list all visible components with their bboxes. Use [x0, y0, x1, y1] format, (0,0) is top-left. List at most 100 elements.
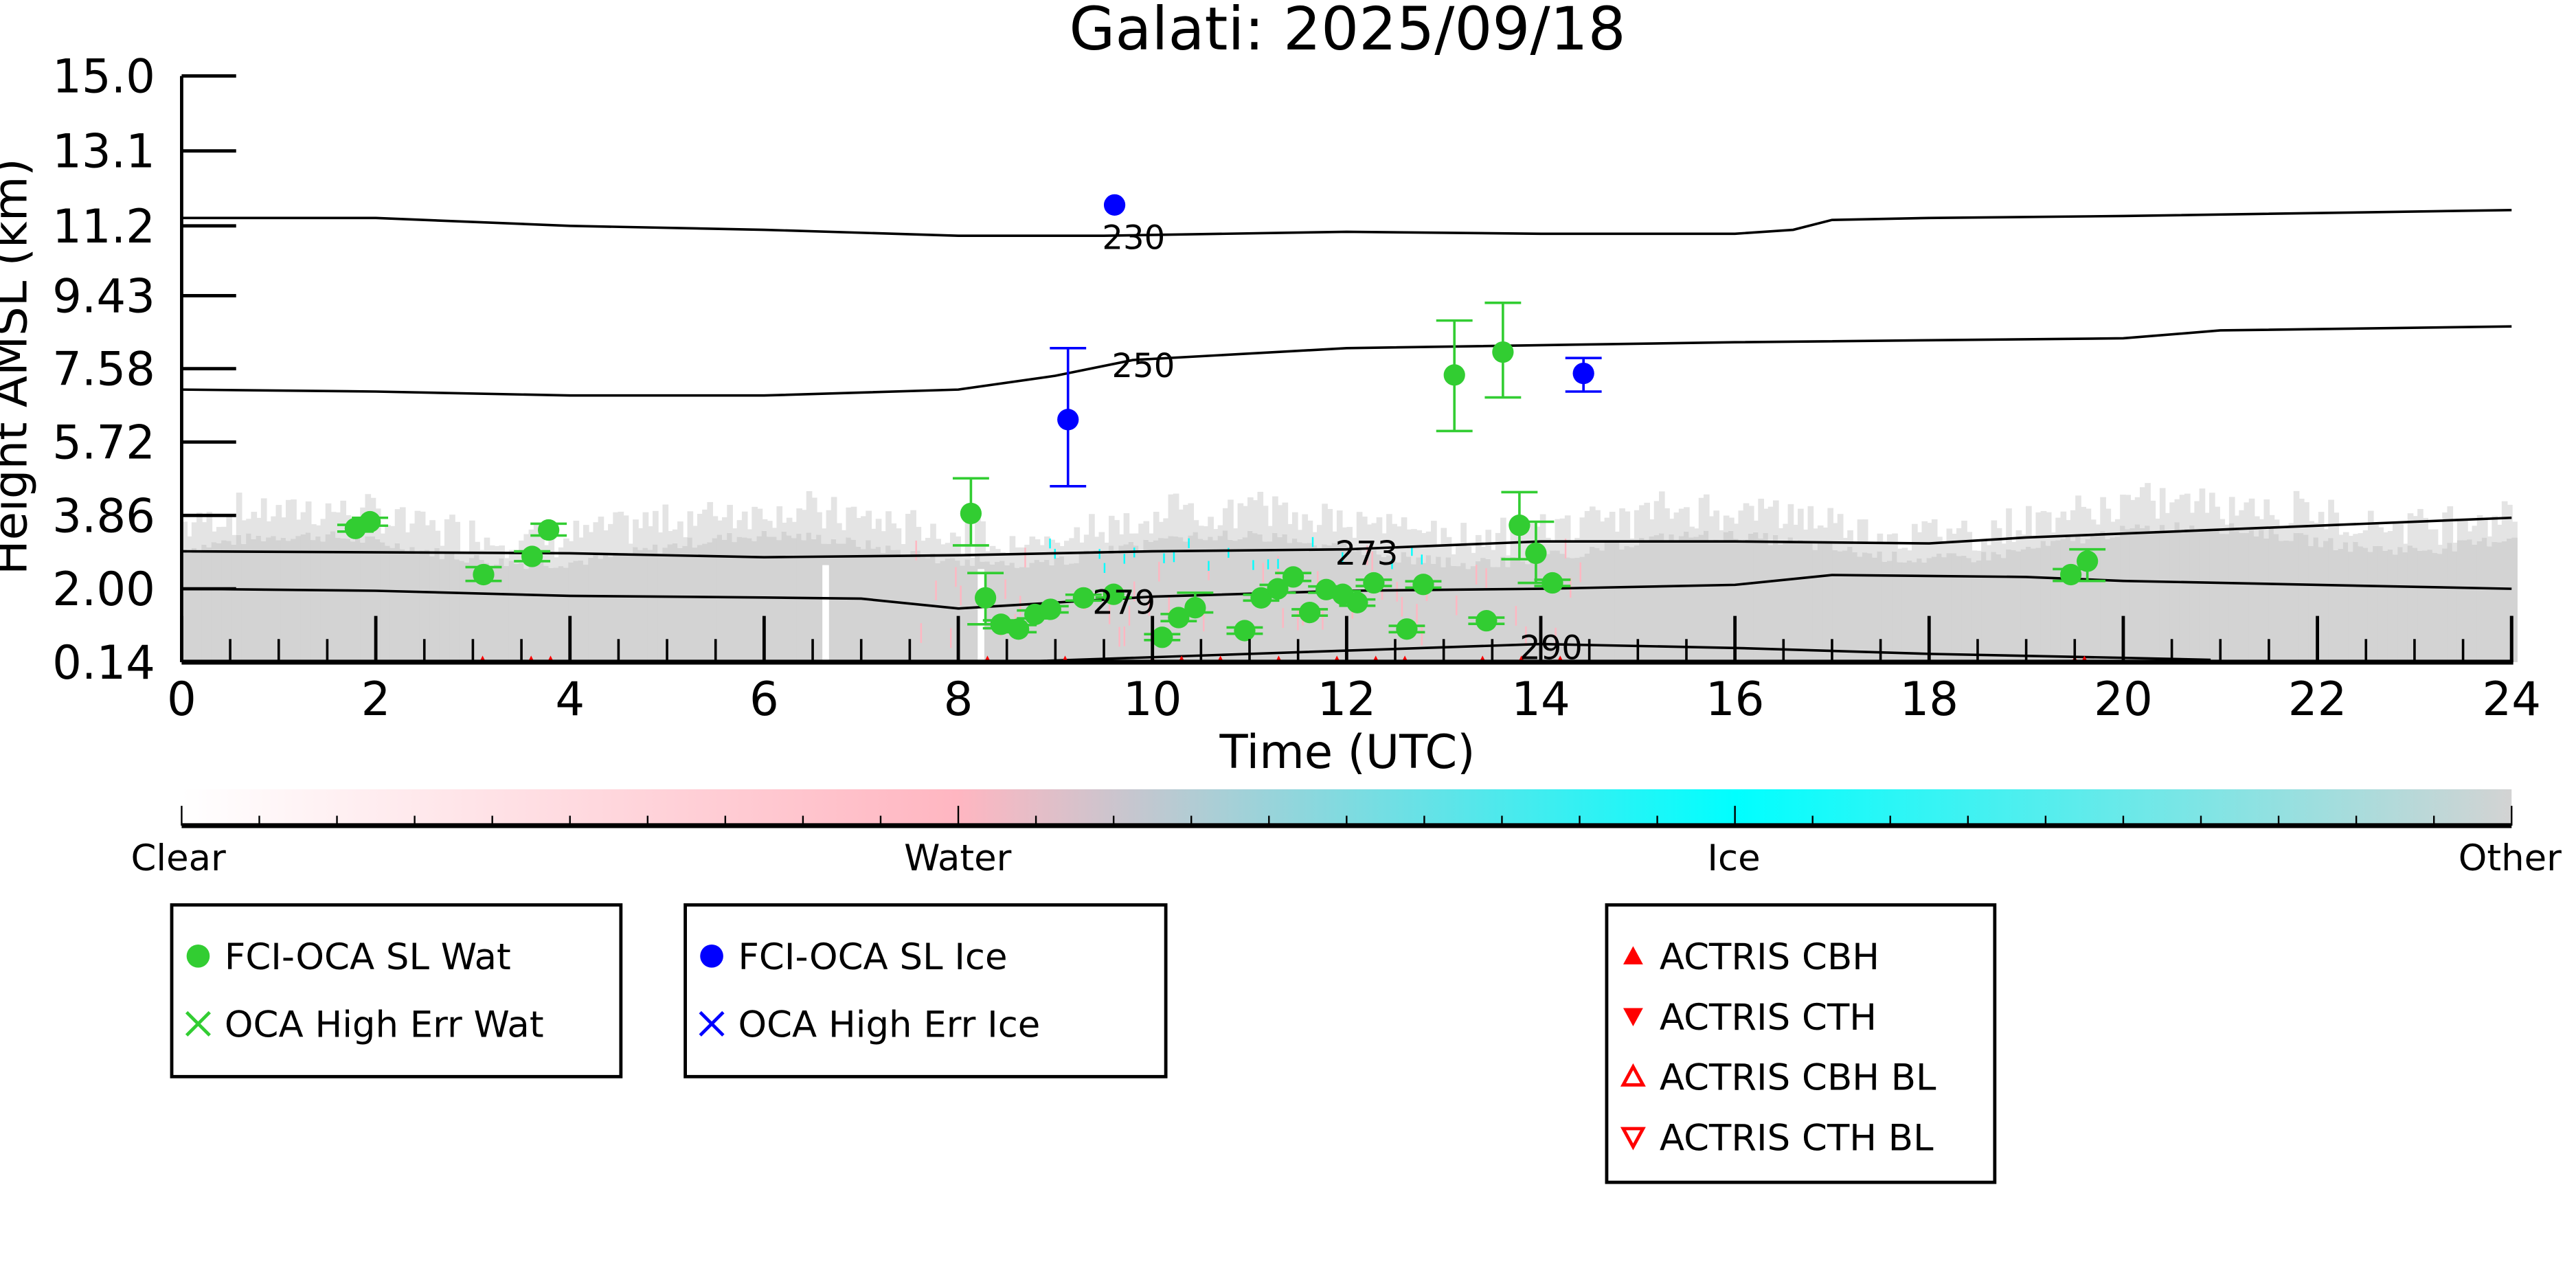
- mask-column: [1326, 545, 1333, 662]
- mask-sparse: [1257, 491, 1264, 534]
- mask-ice: [1267, 559, 1269, 569]
- mask-sparse: [1222, 508, 1229, 531]
- mask-column: [747, 538, 753, 662]
- mask-column: [1203, 540, 1209, 662]
- mask-sparse: [1594, 510, 1601, 548]
- mask-sparse: [1450, 554, 1457, 566]
- mask-sparse: [1822, 528, 1829, 543]
- mask-sparse: [1197, 526, 1204, 539]
- mask-column: [2015, 551, 2022, 662]
- mask-sparse: [1326, 508, 1333, 545]
- mask-column: [2026, 547, 2032, 662]
- mask-sparse: [1778, 528, 1784, 545]
- mask-sparse: [796, 508, 802, 534]
- mask-sparse: [642, 512, 649, 548]
- mask-sparse: [2328, 499, 2334, 539]
- mask-column: [2075, 536, 2081, 662]
- mask-sparse: [405, 532, 411, 554]
- mask-column: [1232, 541, 1239, 662]
- mask-sparse: [1212, 529, 1219, 541]
- mask-column: [2496, 542, 2503, 662]
- mask-column: [2239, 532, 2245, 662]
- mask-sparse: [672, 529, 679, 543]
- mask-sparse: [1772, 500, 1779, 535]
- mask-sparse: [1658, 491, 1665, 534]
- mask-sparse: [2228, 497, 2235, 523]
- mask-column: [370, 536, 376, 662]
- mask-sparse: [1723, 515, 1730, 532]
- mask-column: [1803, 541, 1809, 662]
- mask-column: [1767, 545, 1774, 662]
- mask-column: [2427, 550, 2434, 662]
- mask-column: [1500, 556, 1506, 662]
- x-tick-label: 8: [944, 673, 973, 726]
- mask-sparse: [1996, 528, 2002, 554]
- mask-column: [1649, 536, 1656, 662]
- mask-column: [2011, 550, 2018, 662]
- mask-column: [2393, 554, 2399, 662]
- mask-column: [2318, 547, 2325, 662]
- mask-sparse: [1277, 505, 1283, 537]
- mask-sparse: [1604, 517, 1611, 541]
- mask-column: [841, 543, 847, 662]
- legend-label: FCI-OCA SL Wat: [225, 936, 511, 978]
- mask-column: [320, 541, 327, 662]
- point-water: [1509, 515, 1530, 536]
- mask-ice: [1252, 560, 1254, 570]
- mask-sparse: [1336, 510, 1343, 541]
- mask-column: [1852, 552, 1859, 662]
- mask-sparse: [622, 515, 629, 553]
- mask-sparse: [1619, 508, 1625, 550]
- mask-column: [206, 547, 213, 662]
- mask-column: [563, 567, 569, 662]
- mask-water: [1297, 610, 1299, 631]
- mask-column: [1644, 541, 1650, 662]
- mask-column: [414, 554, 421, 662]
- mask-sparse: [1753, 520, 1759, 532]
- mask-sparse: [2035, 512, 2042, 548]
- mask-sparse: [1708, 516, 1715, 541]
- mask-sparse: [2279, 526, 2285, 541]
- mask-column: [811, 539, 817, 662]
- mask-sparse: [1763, 508, 1770, 533]
- mask-water: [1128, 606, 1131, 626]
- mask-sparse: [781, 522, 788, 532]
- y-tick-label: 5.72: [52, 416, 155, 470]
- mask-sparse: [1421, 532, 1427, 563]
- mask-ice: [1098, 549, 1100, 559]
- mask-sparse: [1555, 519, 1561, 551]
- mask-sparse: [1108, 515, 1115, 546]
- mask-column: [1183, 541, 1189, 662]
- mask-column: [736, 536, 743, 662]
- point-water: [1282, 566, 1304, 588]
- mask-column: [2125, 529, 2132, 662]
- point-ice: [1103, 194, 1126, 216]
- mask-column: [1629, 547, 1636, 662]
- mask-sparse: [930, 523, 936, 554]
- y-tick-label: 0.14: [52, 636, 155, 690]
- mask-sparse: [588, 532, 594, 558]
- mask-sparse: [1758, 499, 1764, 539]
- legend-x-icon: [699, 1010, 725, 1037]
- mask-sparse: [201, 522, 207, 545]
- mask-column: [1832, 550, 1839, 662]
- mask-sparse: [325, 503, 332, 534]
- mask-water: [1564, 539, 1567, 558]
- mask-column: [935, 563, 942, 662]
- mask-sparse: [459, 551, 466, 561]
- mask-column: [964, 559, 971, 662]
- mask-sparse: [2293, 490, 2300, 533]
- legend-box-1: [170, 903, 623, 1078]
- mask-column: [588, 557, 594, 662]
- mask-sparse: [1669, 519, 1675, 534]
- mask-column: [1014, 567, 1021, 662]
- mask-column: [836, 543, 842, 662]
- mask-sparse: [1490, 550, 1497, 567]
- mask-column: [2358, 546, 2364, 662]
- mask-sparse: [2214, 506, 2220, 529]
- x-tick-label: 14: [1511, 673, 1570, 726]
- mask-sparse: [1396, 526, 1403, 563]
- mask-column: [1570, 558, 1576, 662]
- mask-sparse: [1386, 514, 1392, 556]
